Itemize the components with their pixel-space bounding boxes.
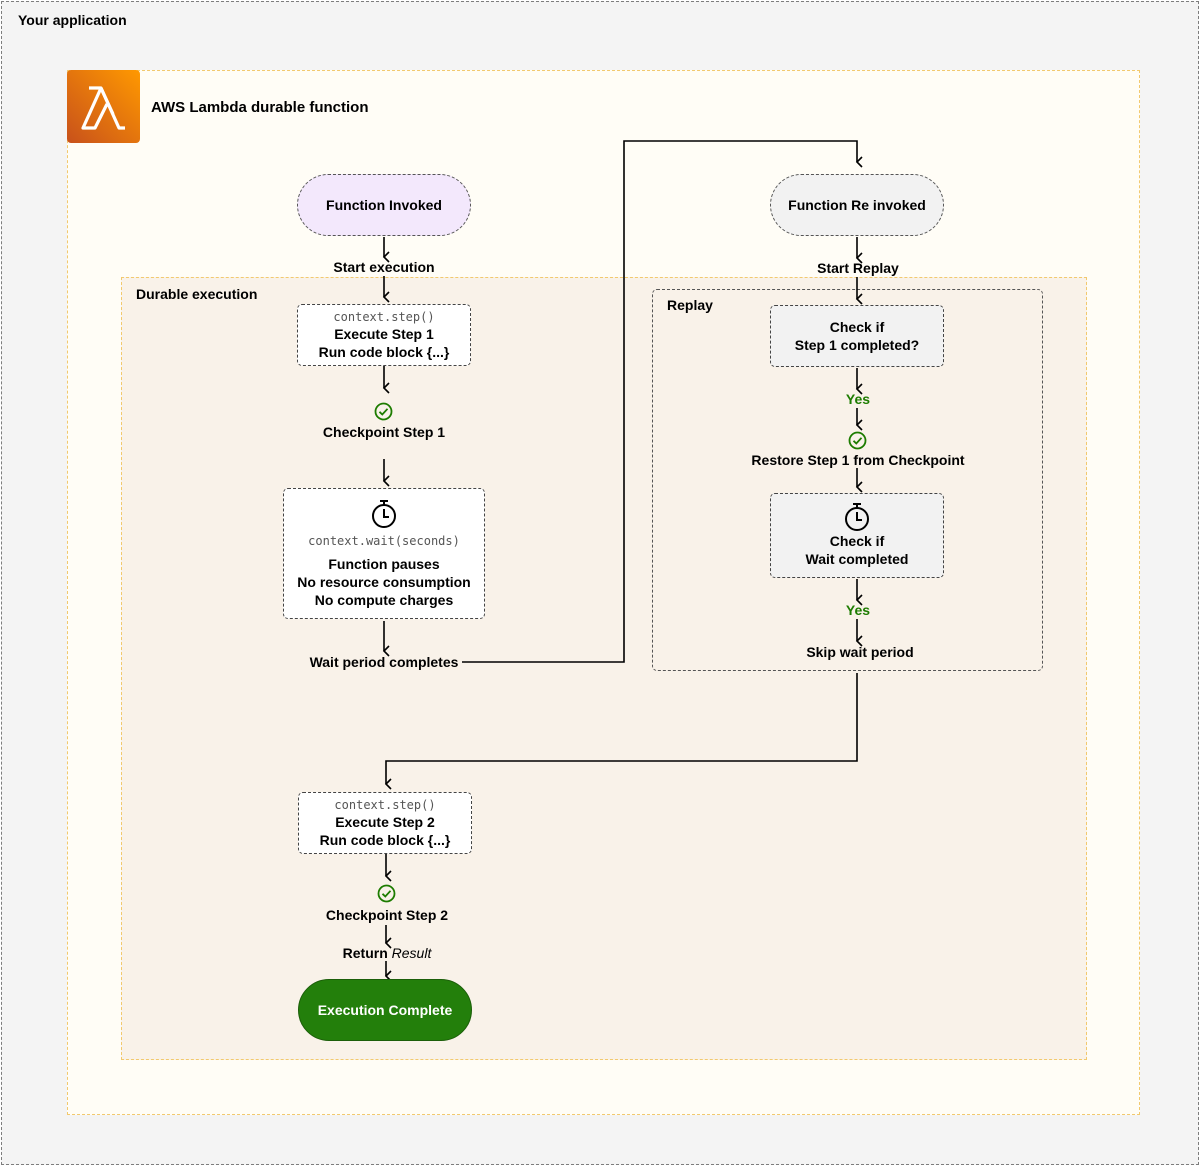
wait-line1: Function pauses — [328, 556, 440, 572]
replay-label: Replay — [667, 297, 713, 313]
check-step1-box: Check if Step 1 completed? — [770, 305, 944, 367]
check-circle-icon — [377, 884, 396, 903]
check1-line1: Check if — [829, 319, 885, 335]
check2-line1: Check if — [829, 533, 885, 549]
check1-line2: Step 1 completed? — [794, 337, 920, 353]
execute-step2-box: context.step() Execute Step 2 Run code b… — [298, 792, 472, 854]
checkpoint-step2-label: Checkpoint Step 2 — [325, 907, 449, 923]
step2-line1: Execute Step 2 — [335, 814, 435, 830]
wait-complete-label: Wait period completes — [309, 654, 459, 670]
arrow-icon — [384, 673, 858, 790]
arrow-icon — [462, 140, 863, 663]
check-circle-icon — [374, 402, 393, 421]
wait-line2: No resource consumption — [297, 574, 471, 590]
wait-code: context.wait(seconds) — [308, 534, 460, 548]
check2-line2: Wait completed — [805, 551, 909, 567]
step1-code: context.step() — [333, 310, 435, 324]
lambda-label: AWS Lambda durable function — [151, 99, 369, 116]
restore-label: Restore Step 1 from Checkpoint — [751, 452, 965, 468]
checkpoint-step1-label: Checkpoint Step 1 — [322, 424, 446, 440]
step2-line2: Run code block {...} — [319, 832, 451, 848]
lambda-icon — [67, 70, 140, 143]
step1-line2: Run code block {...} — [318, 344, 450, 360]
step2-code: context.step() — [334, 798, 436, 812]
execute-step1-box: context.step() Execute Step 1 Run code b… — [297, 304, 471, 366]
stopwatch-icon — [845, 503, 869, 531]
function-invoked-node: Function Invoked — [297, 174, 471, 236]
step1-line1: Execute Step 1 — [334, 326, 434, 342]
execution-complete-node: Execution Complete — [298, 979, 472, 1041]
check-wait-box: Check if Wait completed — [770, 493, 944, 578]
return-text: Return — [342, 945, 388, 961]
function-reinvoked-node: Function Re invoked — [770, 174, 944, 236]
wait-box: context.wait(seconds) Function pauses No… — [283, 488, 485, 619]
skip-wait-label: Skip wait period — [806, 644, 914, 660]
yes1-label: Yes — [845, 391, 871, 407]
application-label: Your application — [18, 12, 127, 28]
stopwatch-icon — [372, 500, 396, 528]
wait-line3: No compute charges — [314, 592, 454, 608]
durable-execution-label: Durable execution — [136, 286, 258, 302]
return-label: Return Result — [297, 945, 477, 961]
yes2-label: Yes — [845, 602, 871, 618]
check-circle-icon — [848, 431, 867, 450]
return-result: Result — [391, 945, 432, 961]
start-replay-label: Start Replay — [817, 260, 899, 276]
start-execution-label: Start execution — [333, 259, 435, 275]
